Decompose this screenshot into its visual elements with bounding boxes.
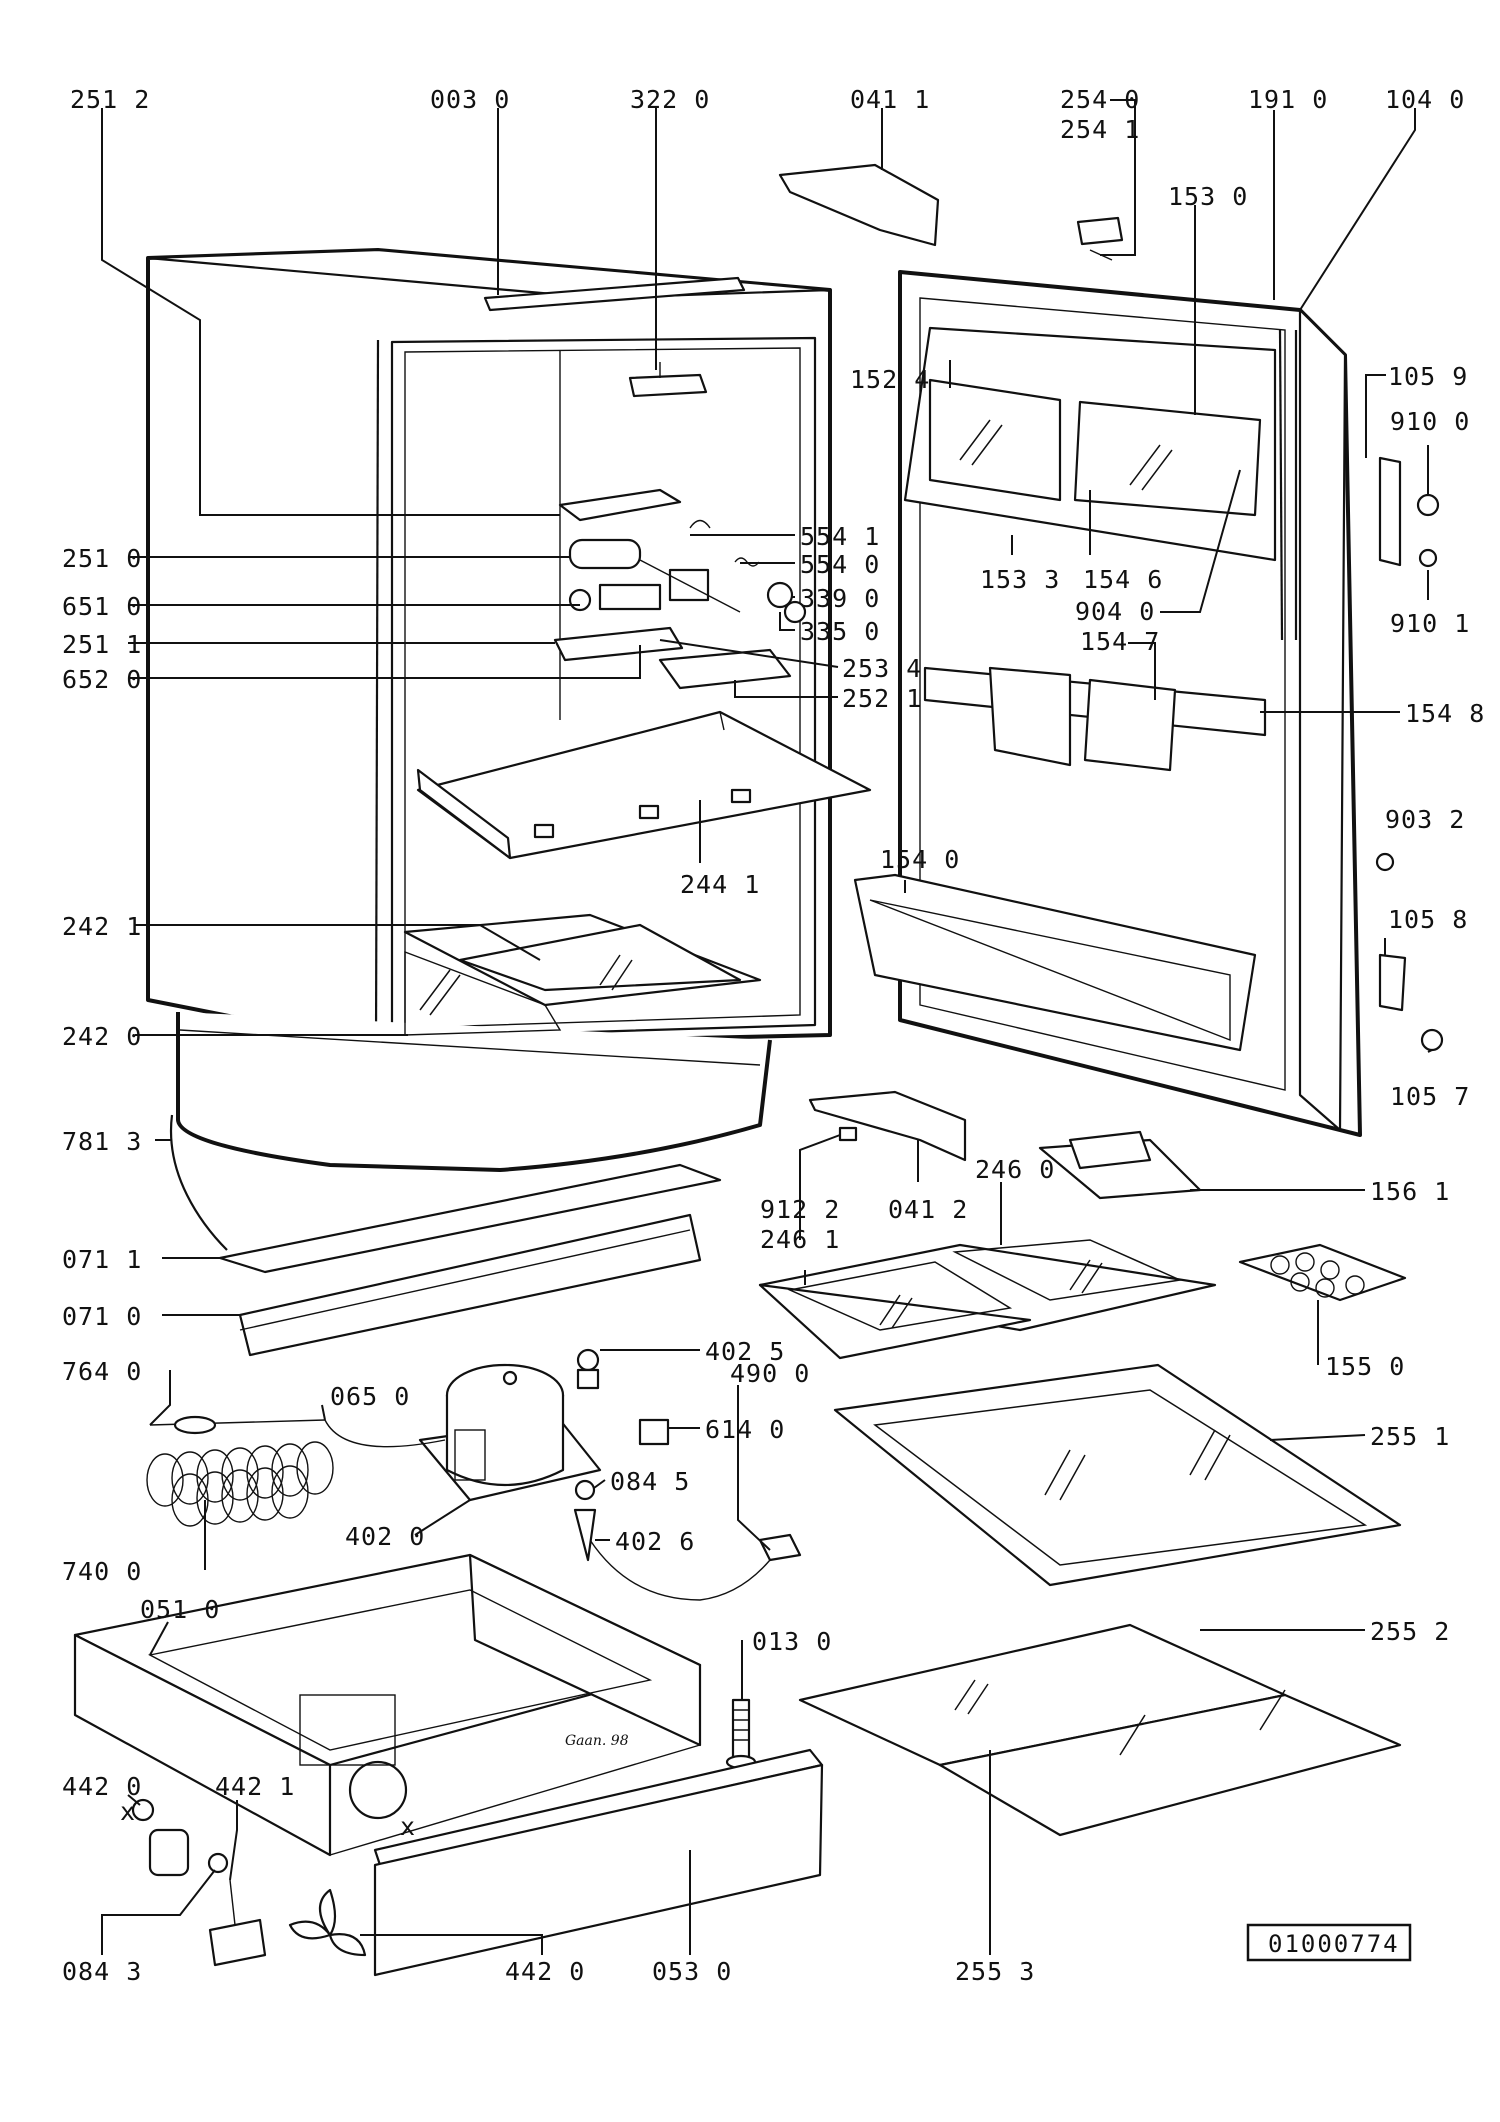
callout-6520: 652 0: [62, 665, 142, 694]
callout-0530: 053 0: [652, 1957, 732, 1986]
callout-3220: 322 0: [630, 85, 710, 114]
callout-1547: 154 7: [1080, 627, 1160, 656]
glass-shelves: [798, 1363, 1402, 1837]
callout-1540: 154 0: [880, 845, 960, 874]
callout-2511: 251 1: [62, 630, 142, 659]
callout-4900: 490 0: [730, 1359, 810, 1388]
x-mark-left: x: [120, 1797, 136, 1826]
callout-1524: 152 4: [850, 365, 930, 394]
door-hardware: [1375, 456, 1444, 1052]
rails-071: [218, 1163, 722, 1357]
callout-9122: 912 2: [760, 1195, 840, 1224]
callout-0130: 013 0: [752, 1627, 832, 1656]
drain-pipe: [169, 1114, 228, 1251]
compressor: [418, 1363, 602, 1502]
callout-0411: 041 1: [850, 85, 930, 114]
callout-2421: 242 1: [62, 912, 142, 941]
kick-plate: [373, 1748, 824, 1977]
callout-1546: 154 6: [1083, 565, 1163, 594]
callout-1550: 155 0: [1325, 1352, 1405, 1381]
callout-3350: 335 0: [800, 617, 880, 646]
callout-1561: 156 1: [1370, 1177, 1450, 1206]
crisper-drawers: [403, 913, 762, 1036]
callout-4026: 402 6: [615, 1527, 695, 1556]
callout-1533: 153 3: [980, 565, 1060, 594]
shelf-2441: [416, 710, 872, 860]
inspection-stamp: Gaan. 98: [565, 1733, 629, 1749]
callout-6510: 651 0: [62, 592, 142, 621]
callout-0843: 084 3: [62, 1957, 142, 1986]
callout-4020: 402 0: [345, 1522, 425, 1551]
drawing-number: 01000774: [1268, 1930, 1400, 1958]
callout-2541: 254 1: [1060, 115, 1140, 144]
foot: [725, 1698, 757, 1770]
callout-6140: 614 0: [705, 1415, 785, 1444]
callout-2461: 246 1: [760, 1225, 840, 1254]
callout-1910: 191 0: [1248, 85, 1328, 114]
callout-3390: 339 0: [800, 584, 880, 613]
callout-1040: 104 0: [1385, 85, 1465, 114]
callout-2460: 246 0: [975, 1155, 1055, 1184]
parts-drawing: Gaan. 98 x x: [73, 163, 1444, 1977]
callout-7813: 781 3: [62, 1127, 142, 1156]
callout-0845: 084 5: [610, 1467, 690, 1496]
callout-7640: 764 0: [62, 1357, 142, 1386]
callout-9032: 903 2: [1385, 805, 1465, 834]
door: [778, 163, 1362, 1137]
callout-2540: 254 0: [1060, 85, 1140, 114]
callout-1530: 153 0: [1168, 182, 1248, 211]
callout-0650: 065 0: [330, 1382, 410, 1411]
callout-2512: 251 2: [70, 85, 150, 114]
callout-4420-top: 442 0: [62, 1772, 142, 1801]
callout-2551: 255 1: [1370, 1422, 1450, 1451]
callout-1058: 105 8: [1388, 905, 1468, 934]
callout-0710: 071 0: [62, 1302, 142, 1331]
callout-2534: 253 4: [842, 654, 922, 683]
drawing-number-box: 01000774: [1246, 1923, 1412, 1962]
thermostat-assembly: [553, 488, 807, 690]
small-accessories: [1038, 1130, 1407, 1302]
leader-lines: [101, 99, 1433, 1955]
callout-9101: 910 1: [1390, 609, 1470, 638]
callout-0711: 071 1: [62, 1245, 142, 1274]
crisper-covers: [758, 1239, 1217, 1360]
callout-2521: 252 1: [842, 684, 922, 713]
condenser-coil: [146, 1415, 446, 1527]
callout-5540: 554 0: [800, 550, 880, 579]
callout-4421: 442 1: [215, 1772, 295, 1801]
electrical-parts: [573, 1348, 802, 1601]
callout-9040: 904 0: [1075, 597, 1155, 626]
callout-1059: 105 9: [1388, 362, 1468, 391]
callout-0030: 003 0: [430, 85, 510, 114]
x-mark-right: x: [400, 1812, 416, 1841]
callout-1057: 105 7: [1390, 1082, 1470, 1111]
callout-labels: 251 2 003 0 322 0 041 1 254 0 254 1 191 …: [62, 85, 1485, 1986]
callout-9100: 910 0: [1390, 407, 1470, 436]
callout-2441: 244 1: [680, 870, 760, 899]
callout-2553: 255 3: [955, 1957, 1035, 1986]
fan-assembly: [131, 1798, 367, 1967]
callout-0510: 051 0: [140, 1595, 220, 1624]
callout-1548: 154 8: [1405, 699, 1485, 728]
callout-5541: 554 1: [800, 522, 880, 551]
base-tray: Gaan. 98 x x: [73, 1553, 702, 1857]
callout-2420: 242 0: [62, 1022, 142, 1051]
cabinet: [146, 248, 832, 1172]
hinge-0412: [808, 1090, 967, 1162]
callout-4025: 402 5: [705, 1337, 785, 1366]
callout-2510: 251 0: [62, 544, 142, 573]
callout-2552: 255 2: [1370, 1617, 1450, 1646]
callout-7400: 740 0: [62, 1557, 142, 1586]
callout-4420-bottom: 442 0: [505, 1957, 585, 1986]
callout-0412: 041 2: [888, 1195, 968, 1224]
